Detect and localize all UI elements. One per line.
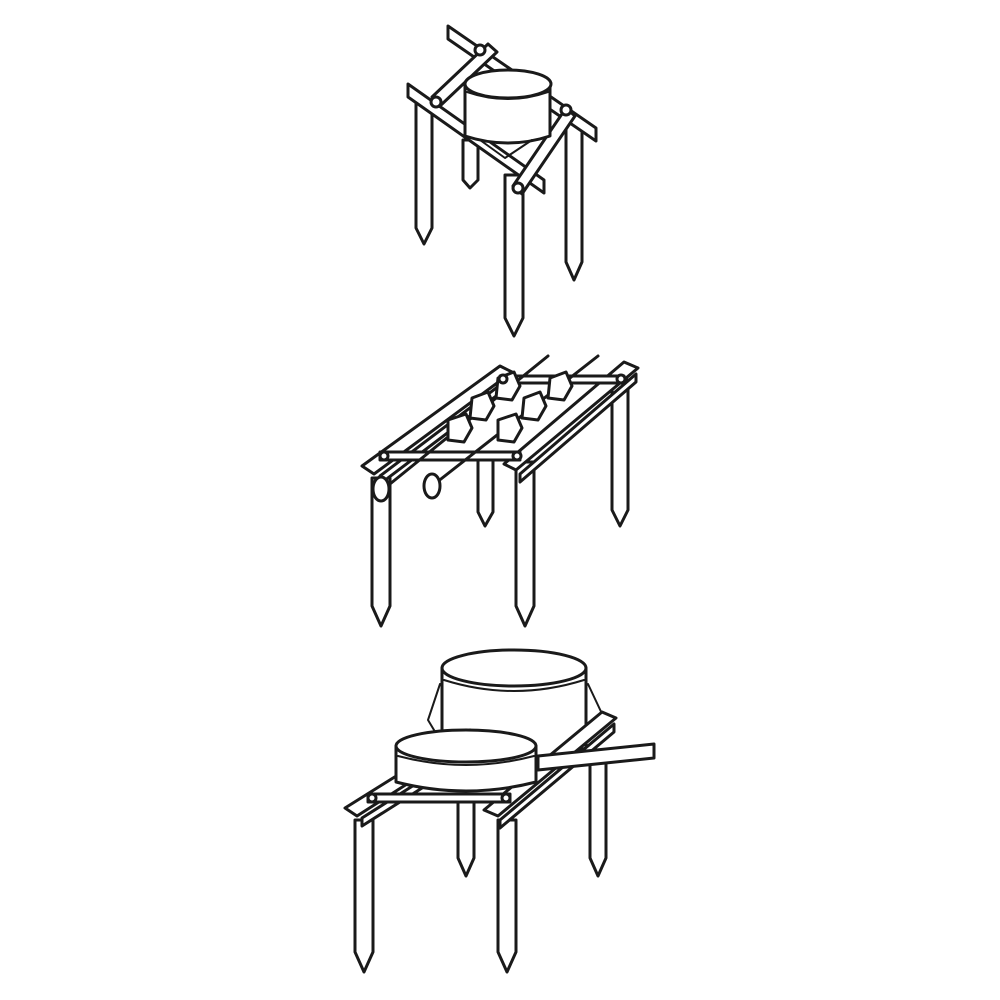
bolt bbox=[378, 450, 390, 462]
skewer-handle bbox=[371, 475, 391, 503]
stake-leg bbox=[564, 118, 584, 282]
skewer-handle bbox=[422, 472, 442, 500]
stake-leg bbox=[476, 453, 495, 528]
rail bbox=[366, 792, 512, 804]
bolt bbox=[497, 373, 509, 385]
stake-leg bbox=[456, 798, 476, 878]
pot bbox=[463, 68, 553, 159]
rail bbox=[378, 450, 522, 462]
bolt bbox=[500, 792, 512, 804]
bolt bbox=[511, 450, 523, 462]
bolt bbox=[429, 95, 443, 109]
stake-leg bbox=[353, 818, 375, 974]
frying-pan bbox=[394, 728, 656, 793]
stake-leg bbox=[414, 98, 434, 246]
rail bbox=[502, 360, 640, 472]
bolt bbox=[559, 103, 573, 117]
bolt bbox=[511, 181, 525, 195]
figure-skewer-grill bbox=[360, 354, 640, 628]
figure-cookware-stand bbox=[343, 648, 656, 974]
stake-leg bbox=[514, 460, 536, 628]
bolt bbox=[615, 373, 627, 385]
rail bbox=[518, 372, 638, 484]
stake-leg bbox=[588, 758, 608, 878]
food-pieces bbox=[446, 370, 574, 444]
stake-leg bbox=[503, 173, 525, 338]
bolt bbox=[366, 792, 378, 804]
stake-leg bbox=[461, 138, 480, 190]
bolt bbox=[473, 43, 487, 57]
stake-leg bbox=[496, 818, 518, 974]
figure-pot-stand bbox=[406, 24, 598, 338]
